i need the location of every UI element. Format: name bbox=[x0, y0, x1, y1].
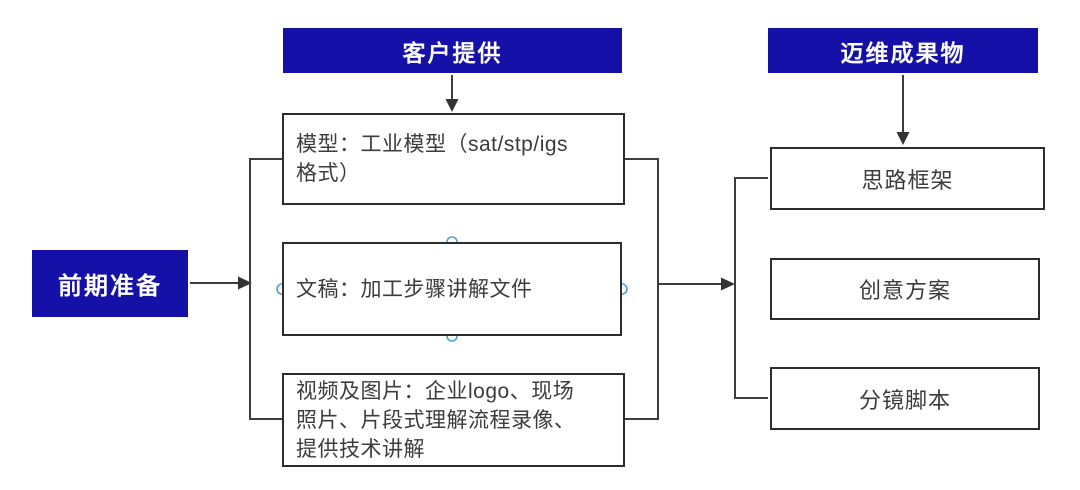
arrow-right-icon bbox=[238, 276, 252, 290]
arrow-right-icon bbox=[721, 277, 735, 291]
node-client-model[interactable]: 模型：工业模型（sat/stp/igs 格式） bbox=[282, 113, 625, 205]
node-deliverable-creative-plan[interactable]: 创意方案 bbox=[770, 258, 1040, 320]
node-prep[interactable]: 前期准备 bbox=[32, 250, 188, 317]
node-client-video-images[interactable]: 视频及图片：企业logo、现场 照片、片段式理解流程录像、 提供技术讲解 bbox=[282, 373, 625, 467]
node-client-document[interactable]: 文稿：加工步骤讲解文件 bbox=[282, 242, 622, 336]
connector-right-collector bbox=[625, 158, 659, 420]
connector-left-bracket bbox=[249, 158, 282, 420]
connector-deliverable-bracket bbox=[734, 177, 768, 399]
arrow-down-icon bbox=[445, 99, 459, 112]
header-client-provides[interactable]: 客户提供 bbox=[283, 28, 622, 73]
node-deliverable-framework[interactable]: 思路框架 bbox=[770, 147, 1045, 210]
arrow-down-icon bbox=[896, 132, 910, 145]
header-deliverables[interactable]: 迈维成果物 bbox=[768, 28, 1038, 73]
node-deliverable-storyboard[interactable]: 分镜脚本 bbox=[770, 367, 1040, 430]
